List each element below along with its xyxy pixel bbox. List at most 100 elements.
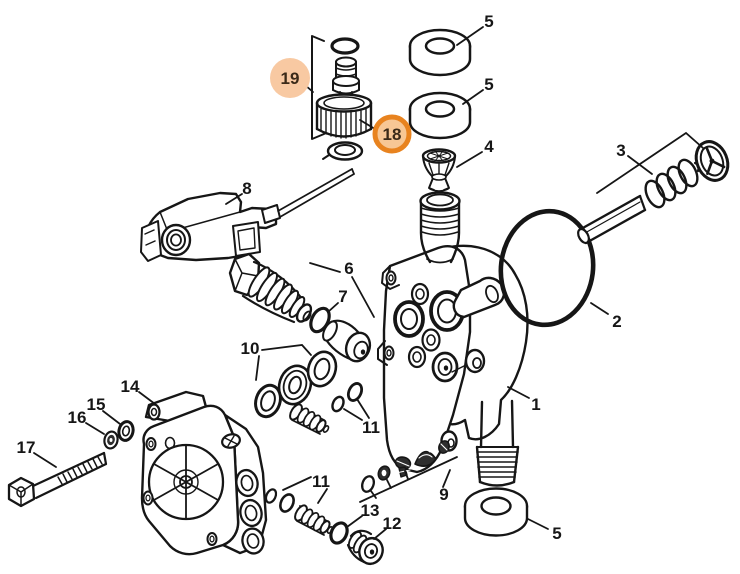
part-number-label: 6 — [344, 259, 353, 278]
part-number-label: 7 — [338, 287, 347, 306]
callout-part-11-17[interactable]: 11 — [282, 472, 330, 504]
leader-line — [225, 193, 243, 205]
part-grommet-ring-1 — [408, 28, 472, 77]
callout-part-16-15[interactable]: 16 — [68, 408, 105, 435]
part-grommet-ring-2 — [408, 91, 472, 140]
part-number-label: 2 — [612, 312, 621, 331]
callout-part-14-13[interactable]: 14 — [121, 377, 156, 405]
callout-part-15-14[interactable]: 15 — [87, 395, 121, 425]
part-number-label: 11 — [312, 472, 330, 491]
highlight-circle — [270, 58, 310, 98]
leader-line — [386, 479, 392, 489]
leader-line — [404, 470, 409, 480]
part-number-label: 5 — [484, 75, 493, 94]
leader-line — [85, 422, 105, 435]
callout-part-8-8[interactable]: 8 — [225, 179, 252, 205]
leader-line — [33, 452, 57, 468]
callout-part-12-19[interactable]: 12 — [373, 514, 402, 540]
part-washer-16 — [103, 430, 119, 450]
part-number-label: 19 — [281, 69, 300, 88]
part-valve-cartridge-lower — [264, 488, 334, 536]
part-switch-handle — [140, 168, 355, 262]
leader-line — [456, 26, 484, 46]
leader-line — [317, 488, 328, 504]
part-washer-15 — [117, 420, 135, 442]
leader-line — [351, 276, 375, 318]
part-number-label: 9 — [439, 485, 448, 504]
outlet-threads — [475, 445, 520, 487]
leader-line — [261, 344, 312, 356]
callout-part-5-3[interactable]: 5 — [462, 75, 494, 105]
part-number-label: 10 — [241, 339, 260, 358]
part-damper — [322, 319, 372, 363]
part-number-label: 1 — [531, 395, 540, 414]
leader-line — [138, 391, 156, 405]
callout-part-19-0[interactable]: 19 — [270, 58, 314, 98]
leader-line — [327, 302, 339, 313]
part-number-label: 17 — [17, 438, 36, 457]
part-threaded-plug — [346, 529, 384, 566]
callout-part-1-7[interactable]: 1 — [507, 386, 541, 414]
callout-part-10-11[interactable]: 10 — [241, 339, 312, 381]
part-number-label: 11 — [362, 418, 380, 437]
part-valve-cartridge-upper — [289, 382, 364, 435]
valve-disc — [694, 140, 730, 182]
callout-part-2-6[interactable]: 2 — [590, 302, 622, 331]
leader-line — [359, 119, 376, 130]
callout-part-13-18[interactable]: 13 — [346, 501, 380, 528]
leader-line — [356, 398, 370, 419]
leader-line — [370, 490, 377, 499]
part-number-label: 3 — [616, 141, 625, 160]
callout-part-5-2[interactable]: 5 — [456, 12, 494, 46]
part-o-ring-7 — [309, 306, 331, 334]
callout-part-5-21[interactable]: 5 — [527, 518, 562, 543]
leader-line — [596, 131, 704, 194]
callout-part-9-20[interactable]: 9 — [359, 456, 458, 504]
part-filter-basket — [421, 148, 457, 192]
switch-cable — [277, 168, 355, 218]
part-rod-spring-disc — [577, 140, 730, 245]
part-hose-connector — [315, 56, 373, 139]
part-number-label: 13 — [361, 501, 380, 520]
callout-part-17-16[interactable]: 17 — [17, 438, 57, 468]
leader-line — [456, 151, 483, 168]
part-number-label: 15 — [87, 395, 106, 414]
callout-part-11-12[interactable]: 11 — [343, 398, 380, 437]
leader-line — [507, 386, 530, 399]
part-number-label: 8 — [242, 179, 251, 198]
part-o-ring-13 — [329, 521, 349, 545]
leader-line — [373, 528, 387, 540]
leader-line — [442, 469, 451, 488]
part-number-label: 5 — [484, 12, 493, 31]
leader-line — [346, 515, 363, 528]
leader-line — [309, 262, 341, 273]
part-grommet-ring-3 — [463, 487, 529, 537]
leader-line — [343, 408, 363, 421]
spring — [644, 158, 700, 209]
part-pump-head — [140, 390, 268, 556]
part-sealing-washer — [322, 141, 364, 161]
callout-part-18-1[interactable]: 18 — [359, 114, 412, 154]
part-pump-housing — [377, 191, 529, 487]
part-top-o-ring — [330, 37, 360, 55]
leader-line — [255, 355, 260, 381]
part-bolt — [7, 451, 108, 508]
part-number-label: 4 — [484, 137, 494, 156]
part-number-label: 16 — [68, 408, 87, 427]
part-number-label: 14 — [121, 377, 140, 396]
callout-part-4-4[interactable]: 4 — [456, 137, 494, 168]
inlet-neck-threads — [419, 191, 461, 264]
part-seal-set — [254, 350, 338, 419]
callout-part-7-10[interactable]: 7 — [327, 287, 348, 313]
part-large-o-ring — [498, 208, 596, 328]
leader-line — [102, 410, 121, 425]
callout-part-6-9[interactable]: 6 — [309, 259, 375, 318]
part-number-label: 12 — [383, 514, 402, 533]
leader-line — [590, 302, 609, 315]
part-number-label: 18 — [383, 125, 402, 144]
callout-part-3-5[interactable]: 3 — [596, 131, 704, 194]
part-coupling-bracket — [311, 35, 325, 140]
